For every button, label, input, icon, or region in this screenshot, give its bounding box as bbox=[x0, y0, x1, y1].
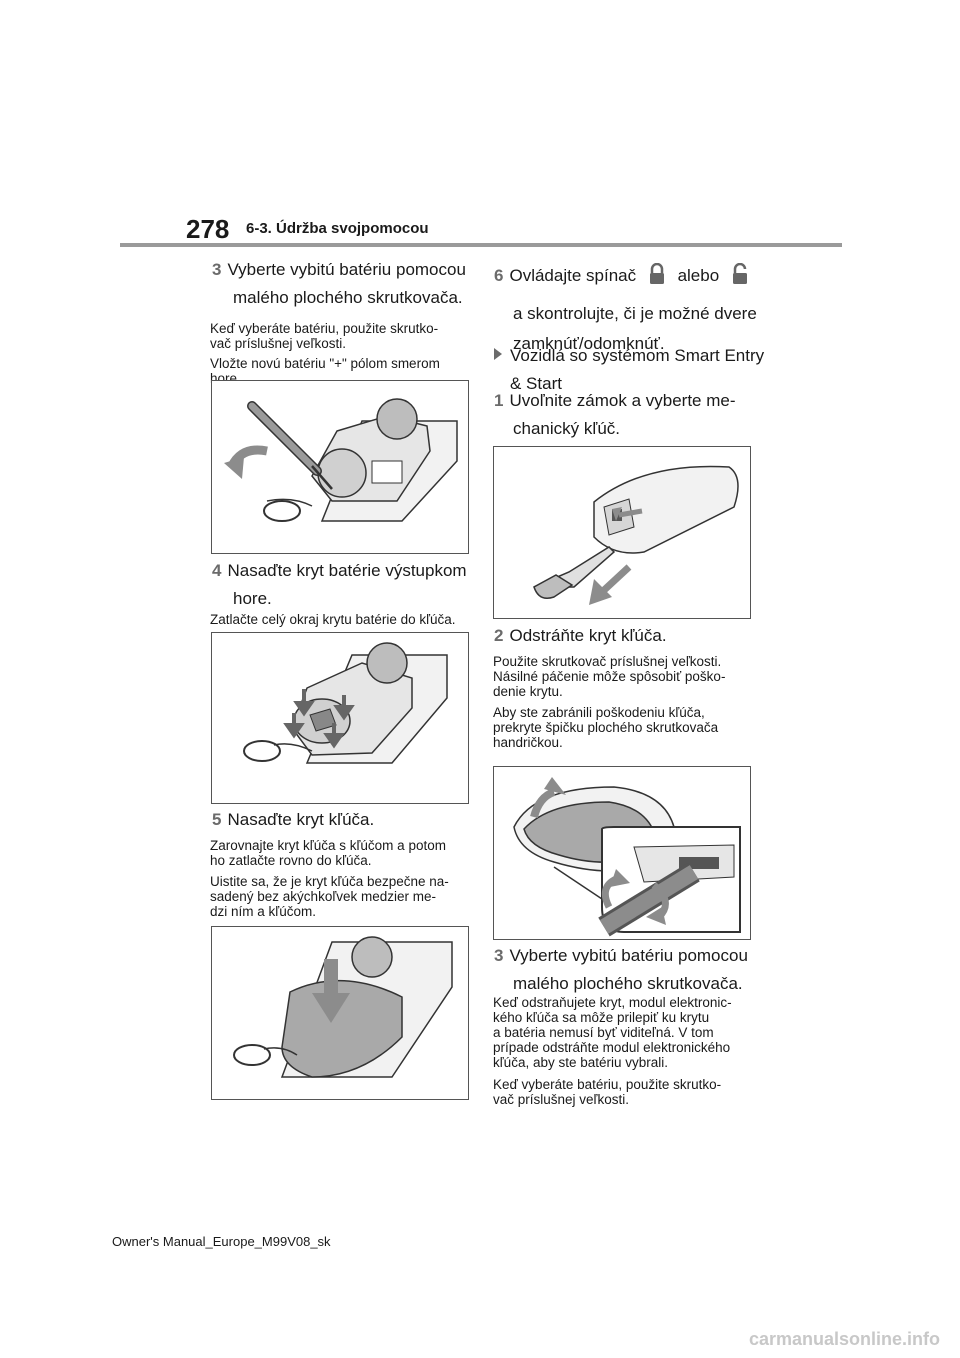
figure-remove-battery bbox=[211, 380, 469, 554]
note-line: denie krytu. bbox=[493, 684, 563, 699]
note-line: kľúča, aby ste batériu vybrali. bbox=[493, 1055, 669, 1070]
step-1-right: 1 Uvoľnite zámok a vyberte me- chanický k… bbox=[494, 387, 736, 443]
step-text: chanický kľúč. bbox=[513, 419, 620, 438]
step-text: Ovládajte spínač bbox=[509, 266, 637, 285]
note-line: a batéria nemusí byť viditeľná. V tom bbox=[493, 1025, 714, 1040]
note-line: prípade odstráňte modul elektronického bbox=[493, 1040, 731, 1055]
step-number: 5 bbox=[212, 810, 222, 829]
figure-mechanical-key bbox=[493, 446, 751, 619]
step-text: zamknúť/odomknúť. bbox=[513, 334, 665, 353]
figure-key-cover bbox=[211, 926, 469, 1100]
mechanical-key-illustration bbox=[533, 465, 739, 605]
note-line: Keď vyberáte batériu, použite skrutko- bbox=[493, 1077, 722, 1092]
note-line: vač príslušnej veľkosti. bbox=[493, 1092, 629, 1107]
battery-cover-illustration bbox=[243, 642, 448, 764]
key-battery-illustration bbox=[224, 398, 458, 522]
note-line: kého kľúča sa môže prilepiť ku krytu bbox=[493, 1010, 710, 1025]
step-text: Nasaďte kryt batérie výstupkom bbox=[227, 561, 467, 580]
note: Uistite sa, že je kryt kľúča bezpečne na… bbox=[210, 874, 449, 919]
section-text: Vozidlá so systémom Smart Entry bbox=[510, 346, 765, 365]
key-cover-illustration bbox=[233, 936, 453, 1078]
note-line: Zatlačte celý okraj krytu batérie do kľú… bbox=[210, 612, 456, 627]
note-line: prekryte špičku plochého skrutkovača bbox=[493, 720, 719, 735]
note-line: dzi ním a kľúčom. bbox=[210, 904, 316, 919]
note: Aby ste zabránili poškodeniu kľúča, prek… bbox=[493, 705, 718, 750]
section-heading: Vozidlá so systémom Smart Entry & Start bbox=[494, 342, 764, 398]
step-text: malého plochého skrutkovača. bbox=[233, 288, 463, 307]
note: Zarovnajte kryt kľúča s kľúčom a potom h… bbox=[210, 838, 446, 868]
note: Zatlačte celý okraj krytu batérie do kľú… bbox=[210, 612, 456, 627]
step-6: 6 Ovládajte spínač alebo a skontrolujte, … bbox=[494, 262, 758, 358]
note-line: vač príslušnej veľkosti. bbox=[210, 336, 346, 351]
step-number: 4 bbox=[212, 561, 222, 580]
note: Keď vyberáte batériu, použite skrutko- v… bbox=[493, 1077, 721, 1107]
figure-remove-key-cover bbox=[493, 766, 751, 940]
header-rule bbox=[120, 243, 842, 247]
note-line: Použite skrutkovač príslušnej veľkosti. bbox=[493, 654, 722, 669]
figure-battery-cover bbox=[211, 632, 469, 804]
chapter-title: 6-3. Údržba svojpomocou bbox=[246, 220, 429, 237]
note: Použite skrutkovač príslušnej veľkosti. … bbox=[493, 654, 725, 699]
watermark: carmanualsonline.info bbox=[748, 1329, 940, 1349]
step-number: 1 bbox=[494, 391, 504, 410]
step-text: Vyberte vybitú batériu pomocou bbox=[509, 946, 748, 965]
note-line: Zarovnajte kryt kľúča s kľúčom a potom bbox=[210, 838, 446, 853]
step-5: 5 Nasaďte kryt kľúča. bbox=[212, 806, 374, 834]
step-text: Nasaďte kryt kľúča. bbox=[227, 810, 375, 829]
step-4: 4 Nasaďte kryt batérie výstupkom hore. bbox=[212, 557, 467, 613]
section-text: & Start bbox=[510, 374, 562, 393]
note: Keď vyberáte batériu, použite skrutko- v… bbox=[210, 321, 438, 351]
note-line: Keď odstraňujete kryt, modul elektronic- bbox=[493, 995, 732, 1010]
note-line: sadený bez akýchkoľvek medzier me- bbox=[210, 889, 437, 904]
note-line: Násilné páčenie môže spôsobiť poško- bbox=[493, 669, 726, 684]
unlock-icon bbox=[732, 262, 750, 294]
step-number: 6 bbox=[494, 266, 504, 285]
footer-text: Owner's Manual_Europe_M99V08_sk bbox=[112, 1234, 331, 1249]
step-text: Uvoľnite zámok a vyberte me- bbox=[509, 391, 736, 410]
step-text: alebo bbox=[677, 266, 720, 285]
step-text: a skontrolujte, či je možné dvere bbox=[513, 304, 757, 323]
step-text: malého plochého skrutkovača. bbox=[513, 974, 743, 993]
step-3-right: 3 Vyberte vybitú batériu pomocou malého p… bbox=[494, 942, 748, 998]
note: Keď odstraňujete kryt, modul elektronic-… bbox=[493, 995, 732, 1070]
lock-icon bbox=[649, 262, 665, 294]
note-line: Uistite sa, že je kryt kľúča bezpečne na… bbox=[210, 874, 449, 889]
note-line: Vložte novú batériu "+" pólom smerom bbox=[210, 356, 440, 371]
remove-key-cover-illustration bbox=[513, 777, 741, 937]
note-line: Aby ste zabránili poškodeniu kľúča, bbox=[493, 705, 705, 720]
note-line: Keď vyberáte batériu, použite skrutko- bbox=[210, 321, 439, 336]
step-number: 3 bbox=[494, 946, 504, 965]
step-text: hore. bbox=[233, 589, 272, 608]
step-2-right: 2 Odstráňte kryt kľúča. bbox=[494, 622, 667, 650]
note-line: ho zatlačte rovno do kľúča. bbox=[210, 853, 372, 868]
page-number: 278 bbox=[186, 214, 230, 244]
triangle-bullet-icon bbox=[494, 348, 502, 360]
note-line: handričkou. bbox=[493, 735, 563, 750]
step-text: Odstráňte kryt kľúča. bbox=[509, 626, 667, 645]
step-number: 3 bbox=[212, 260, 222, 279]
step-text: Vyberte vybitú batériu pomocou bbox=[227, 260, 466, 279]
step-3-left: 3 Vyberte vybitú batériu pomocou malého p… bbox=[212, 256, 466, 312]
step-number: 2 bbox=[494, 626, 504, 645]
